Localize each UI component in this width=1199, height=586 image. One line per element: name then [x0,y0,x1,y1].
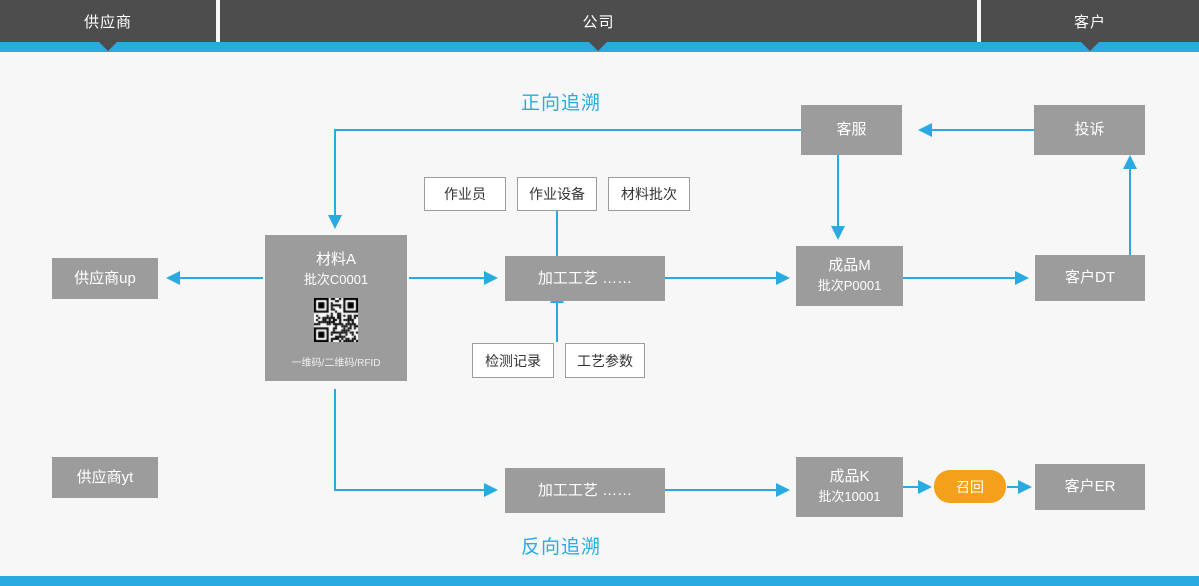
node-material-a[interactable]: 材料A 批次C0001 一维码/二维码/RFID [265,235,407,381]
node-product-m[interactable]: 成品M 批次P0001 [796,246,903,306]
attr-inspection-record-label: 检测记录 [485,352,541,369]
title-backward-trace-label: 反向追溯 [521,537,602,558]
header-divider-1 [216,0,220,42]
attr-process-parameters-label: 工艺参数 [577,352,633,369]
node-customer-service[interactable]: 客服 [801,105,902,155]
node-material-a-code-types: 一维码/二维码/RFID [291,358,381,369]
attr-equipment-label: 作业设备 [529,186,585,202]
header-arrow-company [589,42,607,51]
node-supplier-yt[interactable]: 供应商yt [52,457,158,498]
title-backward-trace: 反向追溯 [521,532,601,559]
node-supplier-up-label: 供应商up [74,269,136,287]
attr-material-batch-label: 材料批次 [621,186,677,202]
header-label-supplier: 供应商 [83,13,132,31]
header-column-customer: 客户 [981,0,1199,42]
header-column-supplier: 供应商 [0,0,216,42]
node-customer-er-label: 客户ER [1064,478,1116,495]
node-supplier-yt-label: 供应商yt [76,468,134,486]
node-process-bottom[interactable]: 加工工艺 …… [505,468,665,513]
node-complaint[interactable]: 投诉 [1034,105,1145,155]
node-customer-service-label: 客服 [836,121,867,138]
badge-recall[interactable]: 召回 [934,470,1006,503]
attr-process-parameters[interactable]: 工艺参数 [565,343,645,378]
node-product-m-batch: 批次P0001 [817,278,882,293]
node-customer-dt[interactable]: 客户DT [1035,255,1145,301]
node-customer-er[interactable]: 客户ER [1035,464,1145,510]
node-complaint-label: 投诉 [1074,121,1105,138]
node-process-top[interactable]: 加工工艺 …… [505,256,665,301]
attr-equipment[interactable]: 作业设备 [517,177,597,211]
node-material-a-batch: 批次C0001 [303,272,369,287]
attr-operator-label: 作业员 [444,186,486,202]
header-label-customer: 客户 [1073,13,1106,31]
node-product-m-name: 成品M [828,257,871,274]
header-arrow-supplier [99,42,117,51]
badge-recall-label: 召回 [956,478,984,495]
node-material-a-name: 材料A [315,251,356,268]
qr-code-icon [314,298,358,342]
node-process-bottom-label: 加工工艺 …… [537,481,633,499]
node-process-top-label: 加工工艺 …… [537,269,633,287]
node-product-k-name: 成品K [829,468,870,485]
header-divider-2 [977,0,981,42]
title-forward-trace-label: 正向追溯 [521,93,602,114]
header-band: 供应商 公司 客户 [0,0,1199,51]
header-label-company: 公司 [582,13,615,31]
header-column-company: 公司 [220,0,977,42]
attr-operator[interactable]: 作业员 [424,177,506,211]
accent-bar-bottom [0,576,1199,586]
attr-material-batch[interactable]: 材料批次 [608,177,690,211]
node-customer-dt-label: 客户DT [1065,269,1115,286]
node-supplier-up[interactable]: 供应商up [52,258,158,299]
header-arrow-customer [1081,42,1099,51]
node-product-k[interactable]: 成品K 批次10001 [796,457,903,517]
attr-inspection-record[interactable]: 检测记录 [472,343,554,378]
title-forward-trace: 正向追溯 [521,88,601,115]
node-product-k-batch: 批次10001 [818,489,881,504]
